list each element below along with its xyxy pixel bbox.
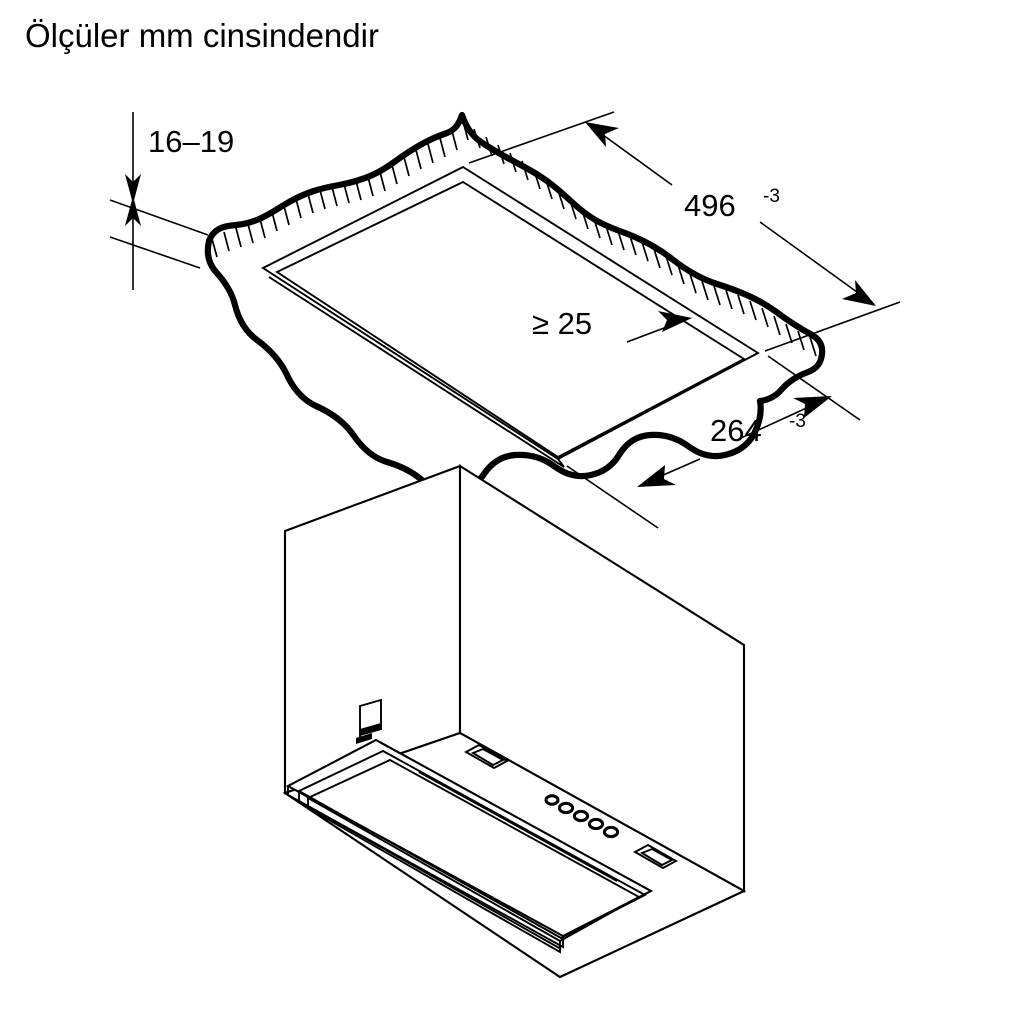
thickness-leader-upper xyxy=(109,199,209,236)
width-extension-upper xyxy=(468,111,615,164)
hood-lamp-opening-2 xyxy=(633,843,678,870)
worktop-cutout-view xyxy=(204,111,826,497)
hood-filter-seam xyxy=(418,771,618,882)
dimension-cutout-depth: 264 -3 xyxy=(566,355,861,529)
thickness-arrow-down xyxy=(125,174,141,204)
depth-label: 264 xyxy=(710,413,762,448)
depth-label-superscript: -3 xyxy=(789,411,806,432)
hood-front-depth-edge-3 xyxy=(307,798,561,954)
thickness-arrow-up xyxy=(125,196,141,226)
depth-arrow-upper xyxy=(793,396,832,418)
cabinet-hood-view xyxy=(282,464,747,979)
hood-front-depth-edge-2 xyxy=(298,791,562,950)
width-dimension-line-upper xyxy=(591,126,673,186)
width-extension-lower xyxy=(764,301,901,352)
control-button-3[interactable] xyxy=(572,809,590,823)
width-arrow-lower xyxy=(842,280,876,306)
control-button-2[interactable] xyxy=(557,801,575,815)
wall-socket-icon xyxy=(356,698,382,744)
hood-control-buttons xyxy=(544,794,620,839)
control-button-4[interactable] xyxy=(587,817,605,831)
cutout-opening-inner xyxy=(275,180,746,459)
min-distance-arrow xyxy=(658,311,692,332)
thickness-label: 16–19 xyxy=(148,124,234,159)
dimension-worktop-thickness: 16–19 xyxy=(109,112,234,290)
thickness-leader-lower xyxy=(109,236,201,269)
hood-lamp-opening-1 xyxy=(464,743,509,770)
width-label-superscript: -3 xyxy=(763,186,780,207)
control-button-5[interactable] xyxy=(602,825,620,839)
cut-edge-hatching-left xyxy=(211,120,469,258)
control-button-1[interactable] xyxy=(544,794,560,806)
annotation-min-edge-distance: ≥ 25 xyxy=(532,306,692,343)
min-distance-label: ≥ 25 xyxy=(532,306,592,341)
hood-front-depth-edge xyxy=(287,786,564,949)
width-dimension-line-lower xyxy=(759,221,869,301)
depth-extension-upper xyxy=(767,355,861,421)
width-arrow-upper xyxy=(585,122,619,147)
cutout-opening-depth-edge xyxy=(268,276,565,468)
cut-edge-hatching-right xyxy=(473,128,817,357)
depth-extension-lower xyxy=(566,465,659,529)
page-title: Ölçüler mm cinsindendir xyxy=(25,17,379,54)
worktop-broken-edge-outline xyxy=(205,111,826,405)
width-label: 496 xyxy=(684,188,736,223)
worktop-front-broken-edge xyxy=(204,237,764,497)
dimension-cutout-width: 496 -3 xyxy=(468,111,901,352)
hood-frame-rim-outer xyxy=(296,749,648,940)
depth-arrow-lower xyxy=(637,465,676,487)
